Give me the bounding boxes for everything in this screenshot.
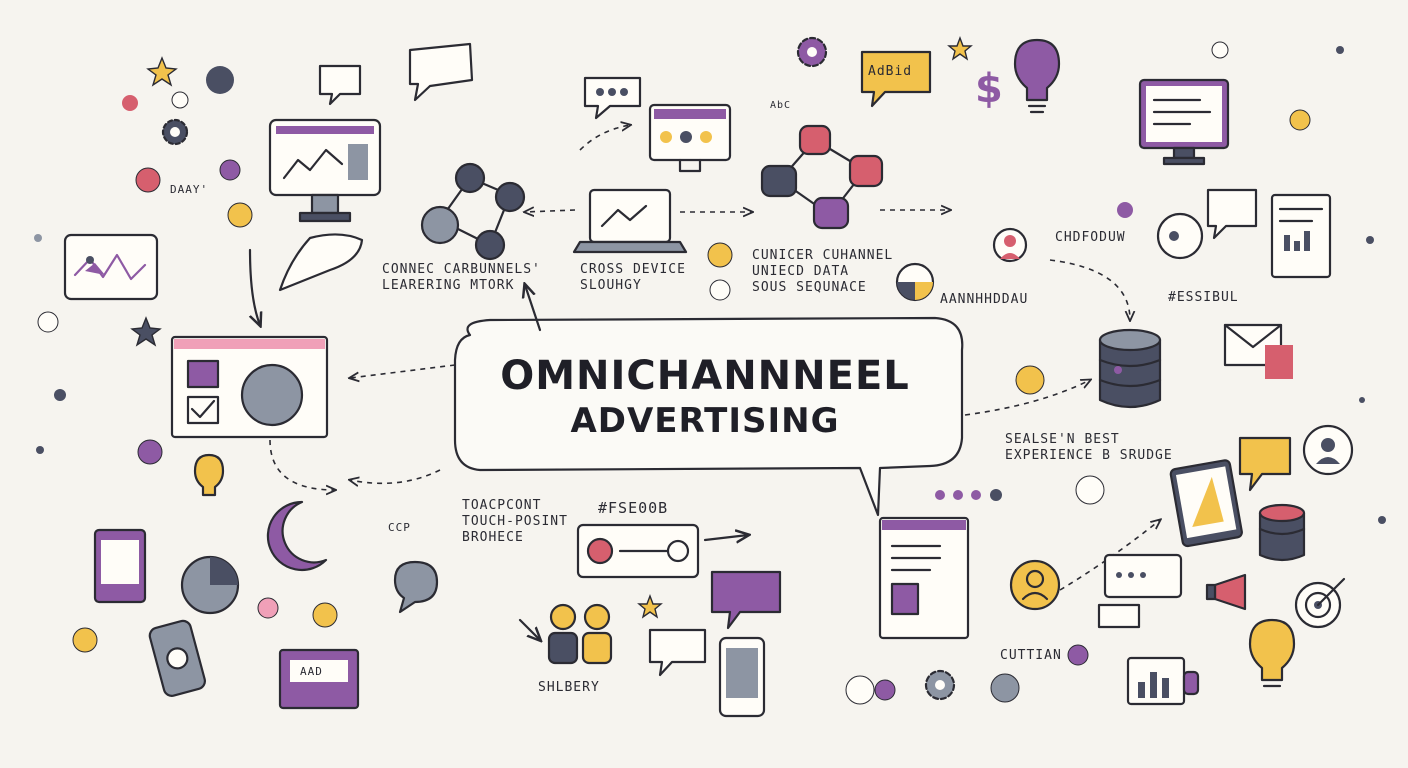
user-icon xyxy=(1009,559,1061,611)
lightbulb-icon-left xyxy=(193,453,225,497)
dollar-icon: $ xyxy=(975,66,1003,112)
user-icon-top xyxy=(992,227,1028,263)
target-icon xyxy=(1294,577,1346,629)
gear-icon xyxy=(161,118,189,146)
cp-tag-label: CCP xyxy=(388,521,411,534)
daily-label: DAAY' xyxy=(170,183,209,196)
handwritten-label: AANNHHDDAU xyxy=(940,292,1029,307)
cuttian-label: CUTTIAN xyxy=(1000,648,1062,663)
gear-icon-bottom xyxy=(924,669,956,701)
hand-icon xyxy=(278,233,364,292)
title-line-2: ADVERTISING xyxy=(570,401,840,441)
laptop-icon xyxy=(572,188,688,254)
page-title: OMNICHANNNEEL ADVERTISING xyxy=(450,352,960,442)
touchpoint-label: TOACPCONT TOUCH-POSINT BROHECE xyxy=(462,498,568,545)
gear-icon-top xyxy=(796,36,828,68)
star-icon xyxy=(130,36,973,619)
smartphone-icon xyxy=(148,619,206,697)
hub-network-icon xyxy=(760,124,884,230)
document-page-icon xyxy=(878,516,970,640)
chat-bubble-icon xyxy=(318,42,1292,677)
hashtag-label-right: #ESSIBUL xyxy=(1168,290,1239,305)
lightbulb-icon-bottom xyxy=(1248,618,1296,688)
video-monitor-icon xyxy=(648,103,732,173)
chart-window-icon xyxy=(1126,656,1200,706)
unified-data-label: CUNICER CUHANNEL UNIECD DATA SOUS SEQUNA… xyxy=(752,248,894,295)
seamless-experience-label: SEALSE'N BEST EXPERIENCE B SRUDGE xyxy=(1005,432,1173,463)
webpage-ui-icon xyxy=(576,523,700,579)
monitor-icon-right xyxy=(1138,78,1230,166)
document-icon xyxy=(1270,193,1332,279)
pie-chart-icon xyxy=(180,555,240,615)
decorative-dots xyxy=(34,41,1386,705)
database-icon xyxy=(1098,328,1162,409)
channel-label: CHDFODUW xyxy=(1055,230,1126,245)
tablet-icon-right xyxy=(1169,459,1243,548)
ad-box-icon xyxy=(278,648,360,710)
user-icon-right xyxy=(1302,424,1354,476)
smartphone-icon-left xyxy=(93,528,147,604)
lightbulb-icon xyxy=(1013,38,1061,114)
people-icon xyxy=(547,603,613,665)
shlbery-label: SHLBERY xyxy=(538,680,600,695)
central-title-bubble xyxy=(453,316,964,517)
monitor-icon xyxy=(268,118,382,223)
cross-device-label: CROSS DEVICE SLOUHGY xyxy=(580,262,686,293)
ad-box-label: AAD xyxy=(300,665,323,678)
title-line-1: OMNICHANNNEEL xyxy=(500,353,910,399)
smartphone-icon-bottom xyxy=(718,636,766,718)
learning-network-label: CONNEC CARBUNNELS' LEARERING MTORK xyxy=(382,262,541,293)
message-card-icon xyxy=(1097,553,1183,629)
database-icon-small xyxy=(1258,503,1306,562)
globe-icon xyxy=(1156,212,1204,260)
browser-window-icon xyxy=(170,335,329,439)
network-icon xyxy=(420,162,526,261)
megaphone-icon xyxy=(1205,573,1247,611)
tablet-icon xyxy=(63,233,159,301)
connection-arrows xyxy=(269,125,1160,591)
solid-arrows xyxy=(250,248,748,640)
crescent-icon xyxy=(266,500,328,572)
abc-label: AbC xyxy=(770,100,792,111)
envelope-icon xyxy=(1223,323,1293,379)
hashtag-label-center: #FSE00B xyxy=(598,499,669,517)
adbid-label: AdBid xyxy=(868,64,913,79)
pie-chart-icon-right xyxy=(895,262,935,302)
